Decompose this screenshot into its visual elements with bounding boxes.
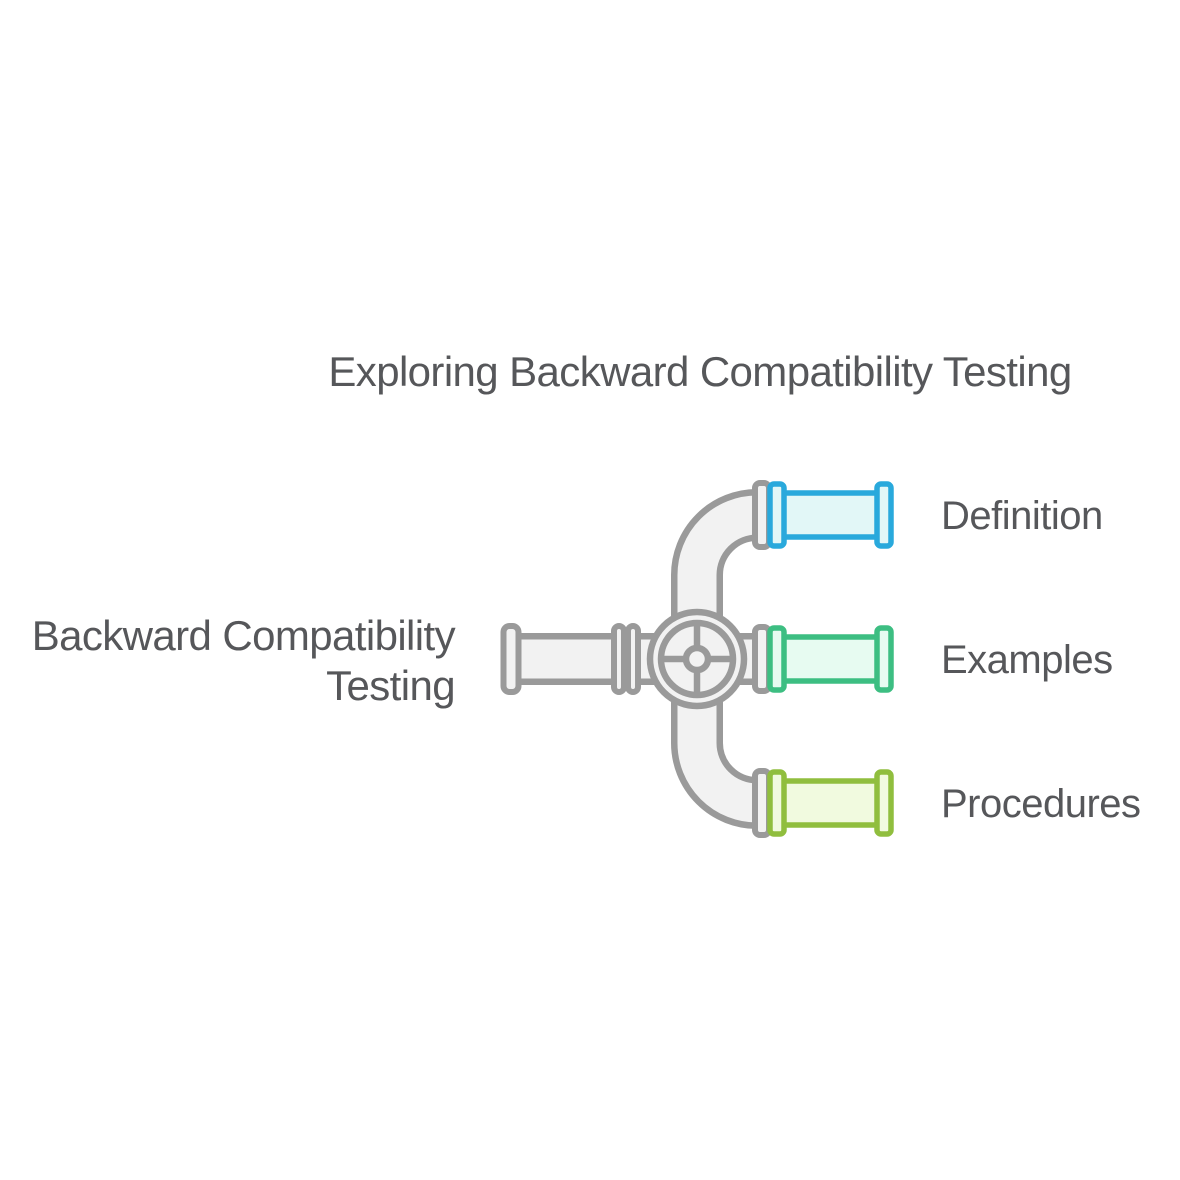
pipe-segment-examples	[767, 625, 894, 693]
branch-label-definition: Definition	[941, 494, 1103, 538]
pipe-elbow-top	[671, 489, 766, 672]
branch-flange-top	[752, 480, 772, 550]
root-label-line2: Testing	[326, 662, 455, 709]
root-node-label: Backward Compatibility Testing	[31, 611, 456, 711]
branch-label-procedures: Procedures	[941, 782, 1141, 826]
pipe-end-cap	[500, 623, 522, 695]
root-label-line1: Backward Compatibility	[31, 612, 456, 659]
pipe-elbow-bottom	[671, 646, 766, 829]
valve-wheel-icon	[646, 608, 748, 710]
branch-flange-bottom	[752, 768, 772, 838]
pipe-segment-definition	[767, 481, 894, 549]
branch-label-examples: Examples	[941, 638, 1113, 682]
branch-flange-middle	[752, 624, 772, 694]
pipe-segment-procedures	[767, 769, 894, 837]
pipe-coupling	[611, 623, 641, 695]
page-title: Exploring Backward Compatibility Testing	[328, 348, 1072, 395]
